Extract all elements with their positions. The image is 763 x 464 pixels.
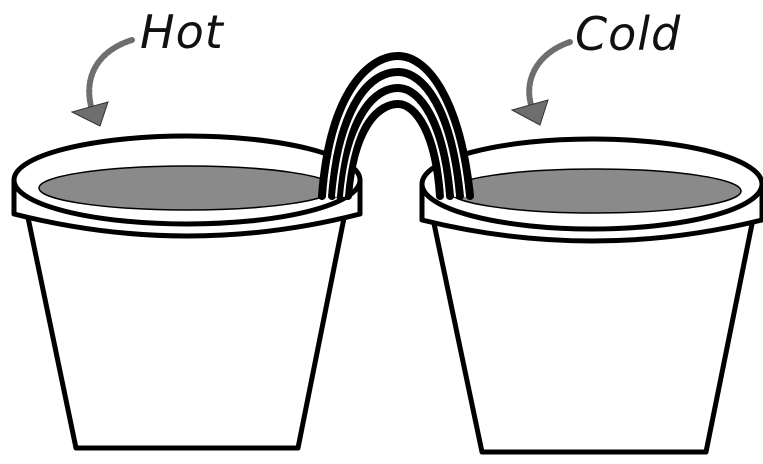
cold-cup	[422, 139, 762, 452]
hot-cup	[14, 136, 360, 448]
hot-liquid	[39, 166, 335, 210]
strand-bundle	[322, 56, 470, 196]
cold-liquid	[449, 169, 741, 213]
cold-label: Cold	[575, 7, 681, 61]
cold-arrow	[512, 42, 570, 125]
hot-arrow	[72, 40, 132, 126]
hot-label: Hot	[140, 5, 225, 59]
